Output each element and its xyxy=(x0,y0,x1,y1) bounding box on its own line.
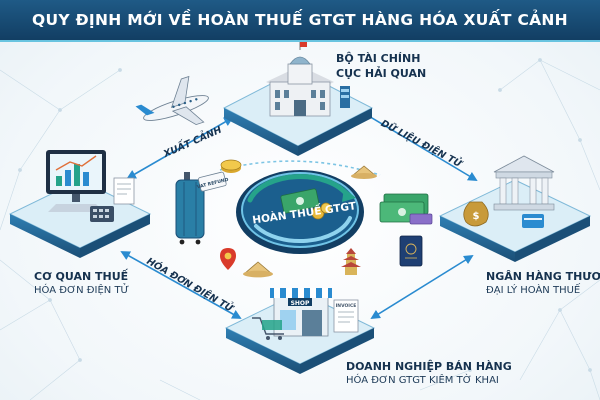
node-left-line1: CƠ QUAN THUẾ xyxy=(34,270,129,283)
shop-icon: SHOP INVOICE xyxy=(252,288,359,340)
coin-icon xyxy=(220,159,242,173)
suitcase-icon: VAT REFUND xyxy=(175,171,229,245)
arrow-top-to-left xyxy=(126,117,234,179)
node-bottom-line2: HÓA ĐƠN GTGT KIÊM TỜ KHAI xyxy=(346,375,499,386)
arrow-bottom-to-right xyxy=(370,254,474,320)
node-right-line1: NGÂN HÀNG THƯƠNG xyxy=(486,270,600,283)
platform-right xyxy=(438,179,592,262)
conical-hat-icon-2 xyxy=(242,261,274,278)
bank-building-icon: $ xyxy=(463,155,555,228)
arrow-left-to-bottom xyxy=(120,251,242,319)
location-pin-icon xyxy=(220,248,236,270)
computer-chart-icon xyxy=(46,150,135,222)
shop-sign: SHOP xyxy=(291,300,310,307)
arrow-top-to-right xyxy=(360,111,478,181)
conical-hat-icon xyxy=(350,165,378,179)
page-title: QUY ĐỊNH MỚI VỀ HOÀN THUẾ GTGT HÀNG HÓA … xyxy=(32,11,568,29)
cash-stack-icon xyxy=(379,193,433,225)
node-bottom-line1: DOANH NGHIỆP BÁN HÀNG xyxy=(346,360,512,373)
invoice-label: INVOICE xyxy=(336,303,357,309)
building-customs-icon xyxy=(266,42,350,117)
airplane-icon xyxy=(135,75,209,126)
title-bar xyxy=(0,0,600,42)
center-badge xyxy=(236,170,364,254)
node-right-line2: ĐẠI LÝ HOÀN THUẾ xyxy=(486,285,581,296)
node-top-line1: BỘ TÀI CHÍNH xyxy=(336,52,421,65)
svg-text:$: $ xyxy=(473,211,480,222)
node-left-line2: HÓA ĐƠN ĐIỆN TỬ xyxy=(34,285,130,296)
pagoda-icon xyxy=(341,248,361,275)
passport-icon xyxy=(399,235,423,267)
node-top-line2: CỤC HẢI QUAN xyxy=(336,67,427,80)
